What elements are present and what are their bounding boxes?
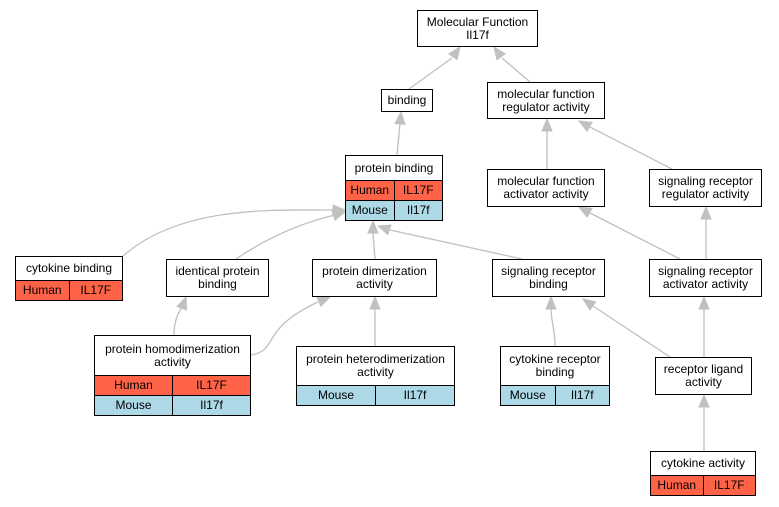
arrowhead-icon xyxy=(577,206,593,219)
edge-identical-protein-binding-to-protein-binding xyxy=(235,214,336,260)
node-protein-dimerization-activity[interactable]: protein dimerization activity xyxy=(312,259,437,297)
species-label: Mouse xyxy=(351,203,388,217)
node-title: protein dimerization activity xyxy=(322,264,427,291)
gene-symbol: IL17F xyxy=(393,181,443,200)
node-title: molecular function regulator activity xyxy=(497,86,595,114)
gene-symbol: IL17F xyxy=(172,376,250,395)
arrowhead-icon xyxy=(493,45,507,61)
species-label: Mouse xyxy=(317,388,355,402)
node-cytokine-receptor-binding[interactable]: cytokine receptor binding Mouse Il17f xyxy=(500,346,610,406)
node-title: cytokine binding xyxy=(25,261,113,275)
node-title: signaling receptor activator activity xyxy=(658,264,753,291)
node-title: cytokine activity xyxy=(660,456,746,470)
arrowhead-icon xyxy=(367,219,379,234)
edge-sr-regulator-to-mf-regulator xyxy=(589,126,673,170)
node-signaling-receptor-binding[interactable]: signaling receptor binding xyxy=(492,259,605,297)
arrowhead-icon xyxy=(394,110,406,125)
gene-row-mouse: Mouse Il17f xyxy=(297,385,454,405)
species-label: Human xyxy=(114,378,153,392)
node-title: identical protein binding xyxy=(175,264,260,291)
node-signaling-receptor-regulator-activity[interactable]: signaling receptor regulator activity xyxy=(649,169,762,207)
edge-mf-regulator-to-molecular-function xyxy=(501,57,531,83)
node-signaling-receptor-activator-activity[interactable]: signaling receptor activator activity xyxy=(649,259,762,297)
edge-sr-activator-to-mf-activator xyxy=(589,212,681,260)
edge-cytokine-binding-to-protein-binding xyxy=(122,209,334,257)
node-title: protein binding xyxy=(354,160,434,175)
gene-row-mouse: Mouse Il17f xyxy=(95,395,250,415)
node-title: protein heterodimerization activity xyxy=(306,352,445,379)
node-title: cytokine receptor binding xyxy=(509,352,601,379)
arrowhead-icon xyxy=(700,205,712,220)
node-protein-heterodimerization-activity[interactable]: protein heterodimerization activity Mous… xyxy=(296,346,455,406)
node-title: signaling receptor regulator activity xyxy=(658,174,753,201)
edge-protein-homodimerization-to-identical-protein-binding xyxy=(173,307,183,336)
edge-sr-binding-to-protein-binding xyxy=(389,229,523,260)
edge-binding-to-molecular-function xyxy=(408,57,453,90)
gene-row-human: Human IL17F xyxy=(651,475,755,495)
arrowhead-icon xyxy=(331,210,347,222)
edge-protein-binding-to-binding xyxy=(396,123,401,156)
node-binding[interactable]: binding xyxy=(381,89,433,112)
edge-cytokine-receptor-binding-to-sr-binding xyxy=(550,308,556,347)
node-molecular-function[interactable]: Molecular Function Il17f xyxy=(417,10,538,47)
arrowhead-icon xyxy=(545,295,557,310)
arrowhead-icon xyxy=(698,393,710,408)
node-identical-protein-binding[interactable]: identical protein binding xyxy=(166,259,269,297)
node-title: protein homodimerization activity xyxy=(105,341,240,369)
arrowhead-icon xyxy=(369,295,381,310)
node-cytokine-activity[interactable]: cytokine activity Human IL17F xyxy=(650,451,756,496)
node-cytokine-binding[interactable]: cytokine binding Human IL17F xyxy=(15,256,123,301)
arrowhead-icon xyxy=(176,295,188,311)
species-label: Human xyxy=(657,478,697,492)
gene-row-mouse: Mouse Il17f xyxy=(346,200,442,220)
gene-symbol: Il17f xyxy=(172,396,250,415)
arrowhead-icon xyxy=(447,45,461,61)
arrowhead-icon xyxy=(316,296,332,308)
node-title: binding xyxy=(387,93,427,107)
node-molecular-function-regulator-activity[interactable]: molecular function regulator activity xyxy=(487,82,605,119)
node-title: receptor ligand activity xyxy=(663,362,744,389)
arrowhead-icon xyxy=(698,295,710,310)
species-label: Human xyxy=(350,183,390,197)
gene-symbol: Il17f xyxy=(375,386,454,405)
arrowhead-icon xyxy=(332,204,347,216)
gene-row-human: Human IL17F xyxy=(16,280,122,300)
node-title: signaling receptor binding xyxy=(501,264,596,291)
gene-symbol: Il17f xyxy=(393,201,443,220)
gene-symbol: Il17f xyxy=(554,386,610,405)
arrowhead-icon xyxy=(577,120,593,133)
node-title: Molecular Function Il17f xyxy=(426,14,529,42)
gene-row-human: Human IL17F xyxy=(95,375,250,395)
gene-row-mouse: Mouse Il17f xyxy=(501,385,609,405)
arrowhead-icon xyxy=(376,224,392,236)
arrowhead-icon xyxy=(581,298,597,311)
species-label: Human xyxy=(22,283,62,297)
gene-symbol: IL17F xyxy=(68,281,123,300)
node-molecular-function-activator-activity[interactable]: molecular function activator activity xyxy=(487,169,605,207)
species-label: Mouse xyxy=(509,388,546,402)
arrowhead-icon xyxy=(541,117,553,132)
species-label: Mouse xyxy=(115,398,152,412)
node-receptor-ligand-activity[interactable]: receptor ligand activity xyxy=(655,357,752,395)
node-title: molecular function activator activity xyxy=(497,174,595,201)
edge-protein-dimerization-to-protein-binding xyxy=(372,232,376,260)
gene-symbol: IL17F xyxy=(702,476,756,495)
